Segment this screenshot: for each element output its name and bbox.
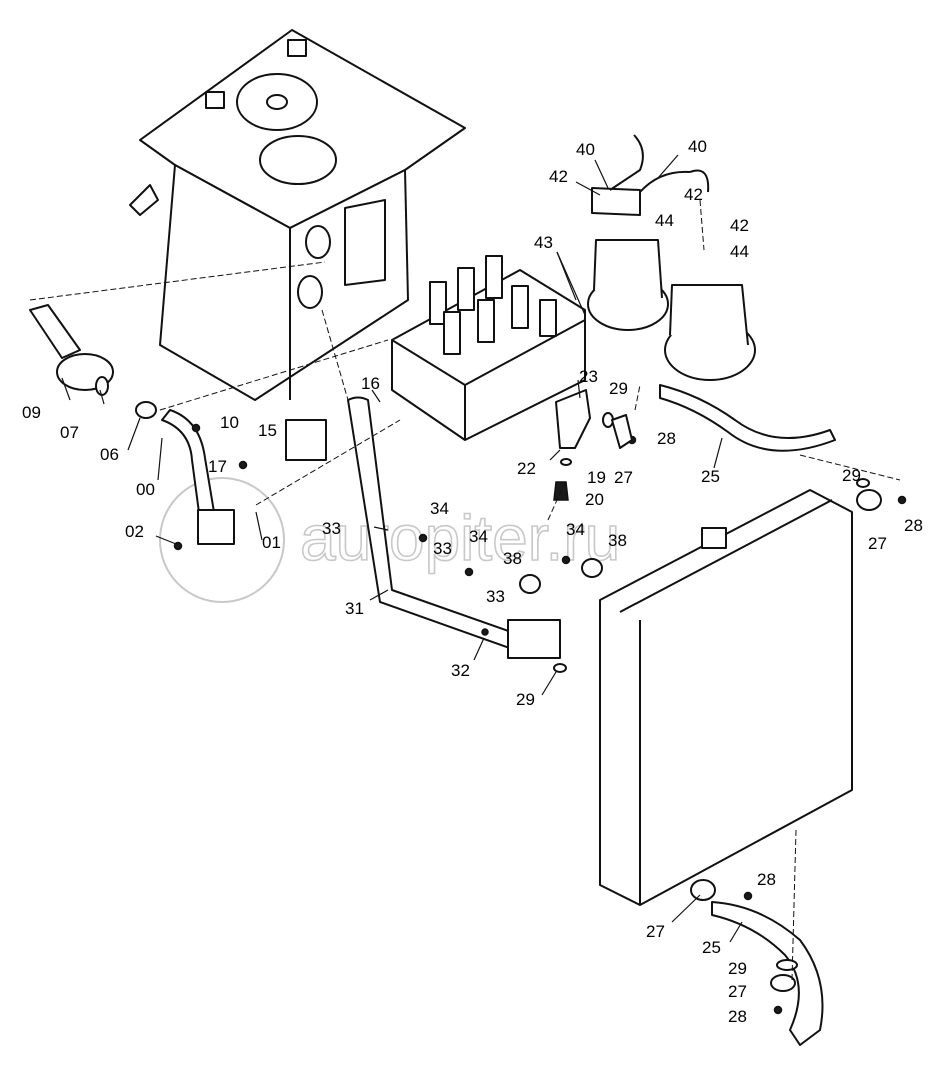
callout-28: 28 [757, 870, 776, 889]
callout-33: 33 [322, 519, 341, 538]
callout-44: 44 [655, 211, 674, 230]
callout-29: 29 [516, 690, 535, 709]
callout-33: 33 [433, 539, 452, 558]
return-pipe [347, 396, 561, 659]
callout-33: 33 [486, 587, 505, 606]
callout-19: 19 [587, 468, 606, 487]
callout-25: 25 [702, 938, 721, 957]
callout-27: 27 [614, 468, 633, 487]
callout-07: 07 [60, 423, 79, 442]
callout-38: 38 [503, 549, 522, 568]
callout-27: 27 [728, 982, 747, 1001]
callout-44: 44 [730, 242, 749, 261]
callout-29: 29 [842, 466, 861, 485]
callout-32: 32 [451, 661, 470, 680]
cooler-inlet-pipe [659, 384, 836, 452]
leader-lines [61, 154, 743, 943]
callout-10: 10 [220, 413, 239, 432]
travel-motors [587, 134, 756, 381]
callout-22: 22 [517, 459, 536, 478]
callout-06: 06 [100, 445, 119, 464]
callout-28: 28 [728, 1007, 747, 1026]
callout-27: 27 [868, 534, 887, 553]
callout-15: 15 [258, 421, 277, 440]
callout-43: 43 [534, 233, 553, 252]
callout-29: 29 [609, 379, 628, 398]
callout-28: 28 [657, 429, 676, 448]
oil-cooler [599, 489, 853, 906]
callout-42: 42 [549, 167, 568, 186]
callout-31: 31 [345, 599, 364, 618]
callout-29: 29 [728, 959, 747, 978]
assembly-lines [29, 199, 901, 981]
callout-02: 02 [125, 522, 144, 541]
callout-17: 17 [208, 457, 227, 476]
callout-23: 23 [579, 367, 598, 386]
callout-00: 00 [136, 480, 155, 499]
hydraulic-tank [129, 29, 466, 401]
callout-01: 01 [262, 533, 281, 552]
callout-25: 25 [701, 467, 720, 486]
callout-20: 20 [585, 490, 604, 509]
part-callouts: 40 40 42 42 42 44 44 43 16 23 29 28 22 2… [22, 137, 923, 1026]
callout-42: 42 [730, 216, 749, 235]
callout-34: 34 [566, 520, 585, 539]
callout-42: 42 [684, 185, 703, 204]
callout-27: 27 [646, 922, 665, 941]
callout-16: 16 [361, 374, 380, 393]
cooler-outlet-pipe [711, 901, 824, 1046]
callout-28: 28 [904, 516, 923, 535]
control-valve [391, 255, 586, 441]
callout-40: 40 [688, 137, 707, 156]
callout-40: 40 [576, 140, 595, 159]
callout-09: 09 [22, 403, 41, 422]
callout-38: 38 [608, 531, 627, 550]
callout-34: 34 [469, 527, 488, 546]
callout-34: 34 [430, 499, 449, 518]
suction-pipe [29, 304, 327, 545]
